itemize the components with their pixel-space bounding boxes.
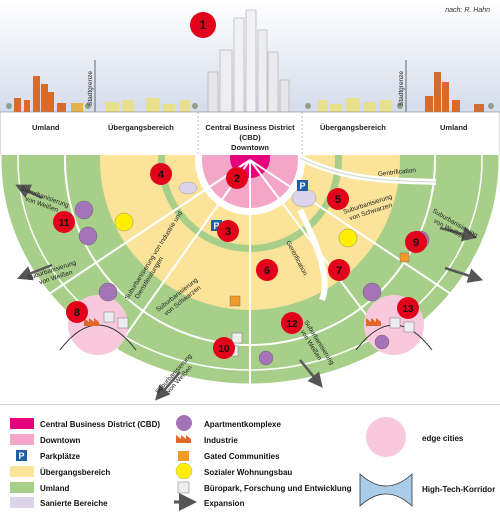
legend-parkplaetze: P Parkplätze [16, 450, 81, 461]
industry-right [366, 318, 381, 326]
svg-text:10: 10 [218, 344, 230, 355]
legend-edge-cities: edge cities [366, 417, 464, 457]
svg-text:Central Business District (CBD: Central Business District (CBD) [40, 420, 160, 429]
svg-text:Stadtgrenze: Stadtgrenze [87, 71, 94, 106]
apartment-complex-2 [78, 226, 98, 246]
svg-text:Gated Communities: Gated Communities [204, 452, 280, 461]
svg-text:3: 3 [225, 226, 231, 238]
svg-text:Expansion: Expansion [204, 499, 245, 508]
badge-7: 7 [328, 259, 350, 281]
header-uebergang-left: Übergangsbereich [108, 123, 174, 132]
apartment-complex-3 [98, 282, 118, 302]
header-umland-right: Umland [440, 123, 468, 132]
label-gentrification-right: Gentrification [377, 167, 416, 178]
legend-sozial: Sozialer Wohnungsbau [175, 462, 292, 480]
legend-gated: Gated Communities [178, 451, 280, 461]
industry-left [84, 318, 99, 326]
office-park-2 [117, 317, 129, 329]
badge-5: 5 [327, 188, 349, 210]
legend-apartment: Apartmentkomplexe [176, 415, 281, 431]
svg-text:P: P [299, 181, 305, 191]
svg-text:Sozialer Wohnungsbau: Sozialer Wohnungsbau [204, 468, 292, 477]
svg-text:8: 8 [74, 307, 80, 319]
svg-text:edge cities: edge cities [422, 434, 464, 443]
legend-buero: Büropark, Forschung und Entwicklung [177, 481, 352, 494]
header-cbd-line1: Central Business District [205, 123, 295, 132]
svg-text:2: 2 [234, 173, 240, 185]
parking-2: P [211, 220, 222, 231]
badge-4: 4 [150, 163, 172, 185]
legend-expansion: Expansion [174, 493, 245, 511]
svg-text:5: 5 [335, 194, 341, 206]
badge-12: 12 [281, 312, 303, 334]
svg-text:9: 9 [413, 237, 419, 249]
legend-downtown: Downtown [10, 434, 81, 445]
sanierte-bereiche-1 [178, 181, 198, 195]
legend-cbd: Central Business District (CBD) [10, 418, 160, 429]
svg-text:Parkplätze: Parkplätze [40, 452, 81, 461]
parking-1: P [297, 180, 308, 191]
svg-text:4: 4 [158, 169, 165, 181]
header-umland-left: Umland [32, 123, 60, 132]
svg-text:Übergangsbereich: Übergangsbereich [40, 468, 110, 477]
badge-10: 10 [213, 337, 235, 359]
legend-sanierte: Sanierte Bereiche [10, 497, 108, 508]
apartment-complex-1 [74, 200, 94, 220]
city-map: P P [0, 155, 500, 401]
svg-text:12: 12 [286, 319, 298, 330]
svg-text:6: 6 [264, 265, 270, 277]
badge-2: 2 [226, 167, 248, 189]
svg-text:Apartmentkomplexe: Apartmentkomplexe [204, 420, 281, 429]
svg-text:7: 7 [336, 265, 342, 277]
svg-text:P: P [18, 451, 24, 461]
legend-uebergang: Übergangsbereich [10, 466, 110, 477]
apartment-complex-7 [374, 334, 390, 350]
svg-text:1: 1 [200, 18, 207, 32]
office-park-6 [403, 321, 415, 333]
badge-11: 11 [53, 211, 75, 233]
badge-8: 8 [66, 301, 88, 323]
office-park-3 [231, 332, 243, 344]
svg-text:Umland: Umland [40, 484, 69, 493]
office-park-1 [103, 311, 115, 323]
svg-text:Industrie: Industrie [204, 436, 238, 445]
svg-text:P: P [213, 221, 219, 231]
gated-community-2 [399, 252, 410, 263]
number-badges: 1 2 3 4 5 6 7 8 9 10 11 12 13 [53, 12, 427, 359]
svg-text:11: 11 [59, 218, 70, 229]
svg-text:Downtown: Downtown [40, 436, 81, 445]
svg-text:High-Tech-Korridor: High-Tech-Korridor [422, 485, 495, 494]
badge-3: 3 [217, 220, 239, 242]
source-credit: nach: R. Hahn [445, 7, 490, 14]
svg-text:Stadtgrenze: Stadtgrenze [398, 71, 405, 106]
apartment-complex-4 [362, 282, 382, 302]
office-park-5 [389, 317, 401, 329]
label-downtown: Downtown [231, 143, 269, 152]
legend: Central Business District (CBD) Downtown… [0, 405, 500, 514]
legend-hightech: High-Tech-Korridor [359, 473, 495, 507]
badge-6: 6 [256, 259, 278, 281]
badge-1: 1 [190, 12, 216, 38]
header-uebergang-right: Übergangsbereich [320, 123, 386, 132]
svg-text:Büropark, Forschung und Entwic: Büropark, Forschung und Entwicklung [204, 484, 352, 493]
header-cbd-line2: (CBD) [239, 133, 261, 142]
social-housing-2 [338, 228, 358, 248]
skyline [6, 9, 494, 113]
apartment-complex-6 [258, 350, 274, 366]
social-housing-1 [114, 212, 134, 232]
svg-text:13: 13 [402, 304, 414, 315]
svg-text:Sanierte Bereiche: Sanierte Bereiche [40, 499, 108, 508]
gated-community-1 [229, 295, 241, 307]
badge-13: 13 [397, 297, 419, 319]
sanierte-bereiche-2 [291, 188, 317, 208]
badge-9: 9 [405, 231, 427, 253]
legend-umland: Umland [10, 482, 69, 493]
legend-industrie: Industrie [176, 435, 238, 445]
